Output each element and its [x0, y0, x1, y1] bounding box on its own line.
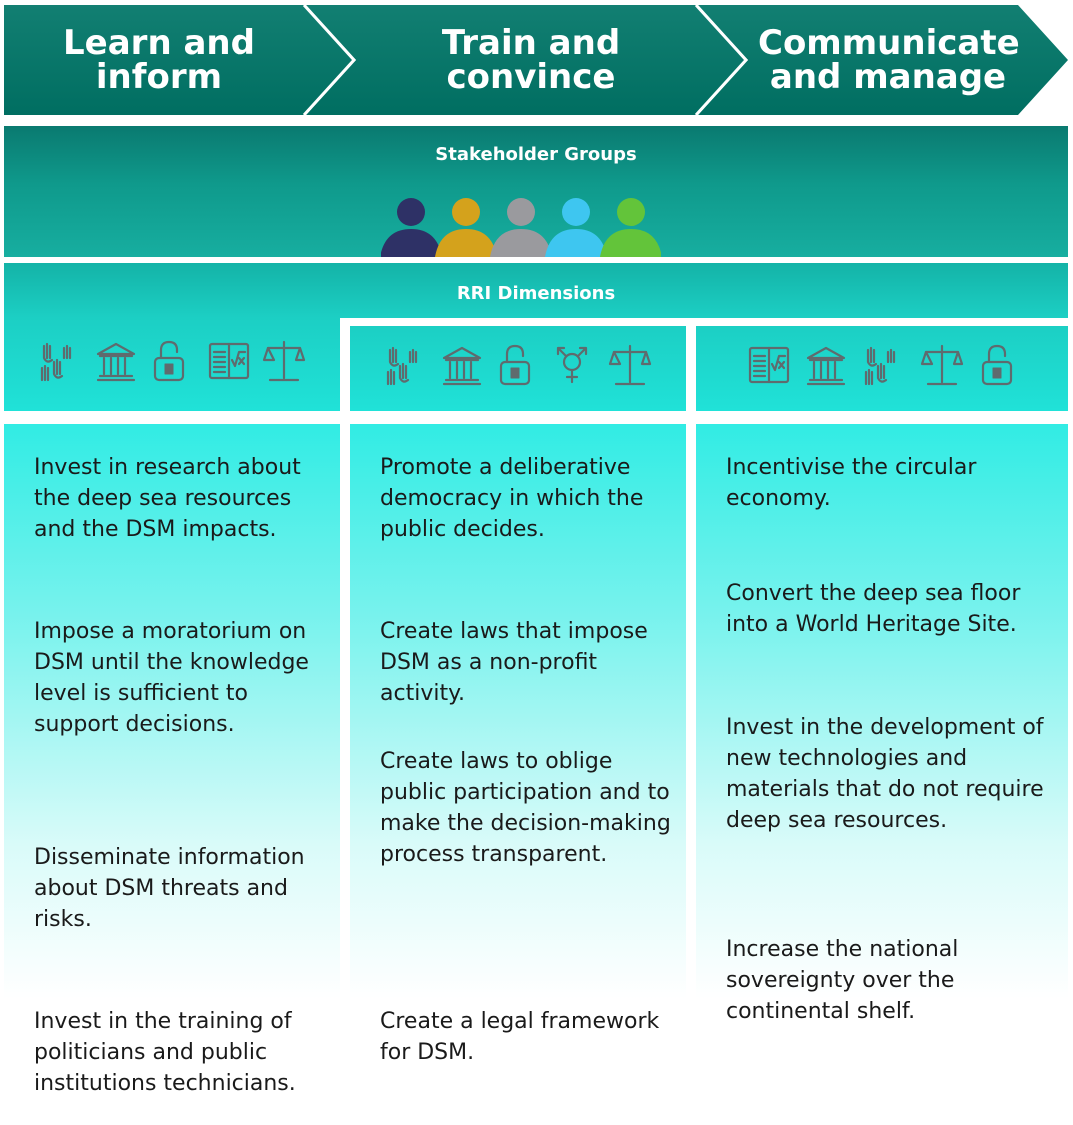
book-formula-icon — [208, 342, 250, 380]
institution-icon — [96, 342, 136, 382]
scales-icon — [262, 340, 306, 382]
action-item: Invest in research about the deep sea re… — [34, 455, 301, 542]
rri-icons-column-3 — [696, 326, 1068, 411]
scales-icon — [920, 344, 964, 386]
institution-icon — [806, 346, 846, 386]
institution-icon — [442, 346, 482, 386]
stage-label: Train and convince — [441, 23, 621, 97]
actions-column-communicate-and-manage: Incentivise the circular economy. Conver… — [696, 424, 1068, 1125]
person-icon — [381, 198, 442, 257]
action-item: Impose a moratorium on DSM until the kno… — [34, 619, 309, 737]
rri-dimensions-band: RRI Dimensions — [4, 263, 1068, 318]
hands-icon — [40, 342, 72, 382]
hands-icon — [386, 346, 418, 386]
person-icon — [545, 198, 607, 257]
gender-icon — [556, 346, 588, 384]
stakeholder-groups-band: Stakeholder Groups — [4, 126, 1068, 257]
lock-icon — [153, 340, 185, 382]
stage-communicate-and-manage: Communicate and manage — [698, 5, 1068, 115]
rri-icons-column-1 — [4, 318, 340, 411]
stage-train-and-convince: Train and convince — [306, 5, 746, 115]
person-icon — [490, 198, 552, 257]
stage-label: Learn and inform — [63, 23, 255, 97]
lock-icon — [981, 344, 1013, 386]
rri-icon-row — [40, 340, 306, 382]
action-item: Convert the deep sea floor into a World … — [726, 581, 1021, 637]
action-item: Invest in the training of politicians an… — [34, 1009, 296, 1096]
lock-icon — [499, 344, 531, 386]
hands-icon — [864, 346, 896, 386]
action-item: Create laws that impose DSM as a non-pro… — [380, 619, 648, 706]
action-item: Disseminate information about DSM threat… — [34, 845, 305, 932]
action-item: Create a legal framework for DSM. — [380, 1009, 660, 1065]
action-item: Invest in the development of new technol… — [726, 715, 1044, 833]
rri-icon-row — [748, 344, 1013, 386]
stakeholder-groups-title: Stakeholder Groups — [435, 144, 637, 165]
book-formula-icon — [748, 346, 790, 384]
rri-icons-column-2 — [350, 326, 686, 411]
person-icon — [435, 198, 497, 257]
action-item: Promote a deliberative democracy in whic… — [380, 455, 644, 542]
scales-icon — [608, 344, 652, 386]
person-icon — [600, 198, 661, 257]
action-item: Incentivise the circular economy. — [726, 455, 977, 511]
action-item: Create laws to oblige public participati… — [380, 749, 671, 867]
stakeholder-people-icons — [381, 198, 661, 257]
stage-learn-and-inform: Learn and inform — [4, 5, 354, 115]
rri-icon-row — [386, 344, 652, 386]
actions-column-train-and-convince: Promote a deliberative democracy in whic… — [350, 424, 686, 1125]
rri-dimensions-title: RRI Dimensions — [456, 283, 616, 304]
stage-label: Communicate and manage — [758, 23, 1020, 97]
action-item: Increase the national sovereignty over t… — [726, 937, 959, 1024]
actions-column-learn-and-inform: Invest in research about the deep sea re… — [4, 424, 340, 1125]
